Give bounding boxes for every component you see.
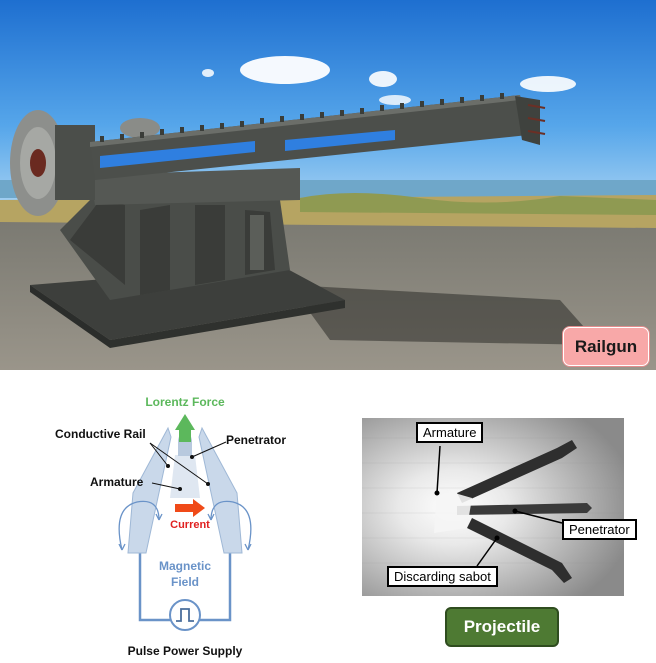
sabot-callout-line	[476, 537, 498, 567]
penetrator-callout-line	[514, 510, 563, 524]
lorentz-force-label: Lorentz Force	[145, 395, 225, 409]
railgun-photo: Railgun	[0, 0, 656, 370]
magnetic-field-loop-right	[210, 500, 252, 551]
projectile-label: Projectile	[445, 607, 559, 647]
armature-callout: Armature	[416, 422, 484, 443]
magnetic-field-label-line2: Field	[171, 575, 199, 589]
pulse-icon	[176, 608, 194, 622]
rail-leader-1	[149, 442, 169, 467]
conductive-rail-label: Conductive Rail	[55, 427, 146, 441]
magnetic-field-label-line1: Magnetic	[159, 559, 211, 573]
rail-leader-dot-2	[206, 482, 210, 486]
armature-label: Armature	[90, 475, 144, 489]
lorentz-force-arrow	[175, 414, 195, 442]
pulse-power-supply-label: Pulse Power Supply	[128, 644, 243, 658]
armature-flash	[434, 488, 472, 533]
field-arrowhead-left	[155, 513, 163, 521]
armature-body	[170, 455, 200, 498]
armature-leader	[151, 482, 181, 490]
current-label: Current	[170, 519, 210, 531]
sabot-piece-upper	[457, 440, 577, 503]
penetrator-label: Penetrator	[226, 433, 286, 447]
penetrator-rod	[457, 503, 592, 515]
conductive-rail-right	[198, 426, 243, 554]
penetrator-callout: Penetrator	[562, 519, 637, 540]
conductive-rail-left	[127, 426, 172, 554]
penetrator-leader	[191, 441, 227, 458]
magnetic-field-loop-left	[118, 500, 160, 551]
armature-callout-line	[436, 445, 441, 494]
field-arrowhead-left-bottom	[118, 543, 126, 551]
armature-leader-dot	[178, 487, 182, 491]
railgun-schematic: Lorentz Force Current Magnetic Field Con…	[55, 395, 286, 658]
penetrator-leader-dot	[190, 455, 194, 459]
discarding-sabot-callout: Discarding sabot	[387, 566, 498, 587]
current-arrow	[175, 499, 205, 517]
armature-callout-dot	[434, 490, 440, 496]
rail-leader-2	[149, 442, 209, 485]
penetrator-callout-dot	[512, 508, 518, 514]
field-arrowhead-right-bottom	[244, 543, 252, 551]
railgun-illustration	[0, 0, 656, 370]
power-supply-symbol	[169, 599, 201, 631]
sabot-callout-dot	[494, 535, 500, 541]
railgun-label: Railgun	[563, 327, 649, 366]
field-arrowhead-right	[207, 513, 215, 521]
rail-leader-dot-1	[166, 464, 170, 468]
sabot-piece-lower	[467, 518, 572, 583]
